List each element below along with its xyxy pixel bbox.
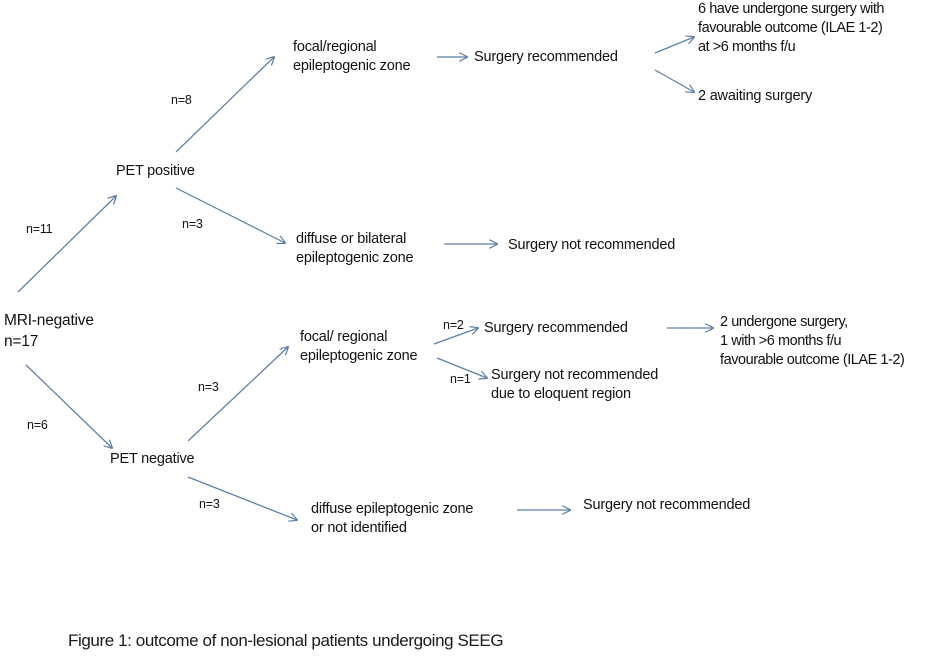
node-pos-surgery-recommended: Surgery recommended — [474, 49, 618, 65]
edge-label-n2: n=2 — [443, 318, 464, 332]
edge-label-n1: n=1 — [450, 372, 471, 386]
edge-label-n6: n=6 — [27, 418, 48, 432]
edge-pet-positive-to-diffuse — [175, 187, 285, 243]
node-neg-diffuse-surgery-not-recommended: Surgery not recommended — [583, 497, 751, 513]
edge-label-n3-pos-diffuse: n=3 — [182, 217, 203, 231]
node-neg-surgery-recommended: Surgery recommended — [484, 320, 628, 336]
node-pos-outcome-awaiting: 2 awaiting surgery — [698, 88, 813, 104]
node-pet-positive: PET positive — [116, 163, 195, 179]
edge-label-n8: n=8 — [171, 93, 192, 107]
edge-label-n11: n=11 — [26, 222, 53, 236]
edge-pos-recommended-to-awaiting — [654, 69, 694, 92]
edge-pos-recommended-to-outcome — [654, 37, 694, 54]
node-pos-outcome-undergone: 6 have undergone surgery with favourable… — [698, 1, 885, 55]
node-mri-negative: MRI-negative n=17 — [4, 312, 94, 350]
edge-label-n3-neg-focal: n=3 — [198, 380, 219, 394]
node-neg-outcome: 2 undergone surgery, 1 with >6 months f/… — [720, 314, 905, 368]
figure-caption: Figure 1: outcome of non-lesional patien… — [68, 631, 504, 650]
edge-root-to-pet-positive — [17, 196, 116, 293]
node-pos-focal-zone: focal/regional epileptogenic zone — [293, 39, 411, 74]
node-pos-diffuse-zone: diffuse or bilateral epileptogenic zone — [296, 231, 414, 266]
edge-label-n3-neg-diffuse: n=3 — [199, 497, 220, 511]
node-pet-negative: PET negative — [110, 451, 195, 467]
node-neg-diffuse-zone: diffuse epileptogenic zone or not identi… — [311, 501, 474, 536]
node-neg-focal-zone: focal/ regional epileptogenic zone — [300, 329, 418, 364]
node-pos-surgery-not-recommended: Surgery not recommended — [508, 237, 676, 253]
edge-pet-negative-to-focal — [187, 347, 288, 442]
node-neg-surgery-not-recommended: Surgery not recommended due to eloquent … — [491, 367, 659, 402]
edge-root-to-pet-negative — [25, 364, 112, 448]
